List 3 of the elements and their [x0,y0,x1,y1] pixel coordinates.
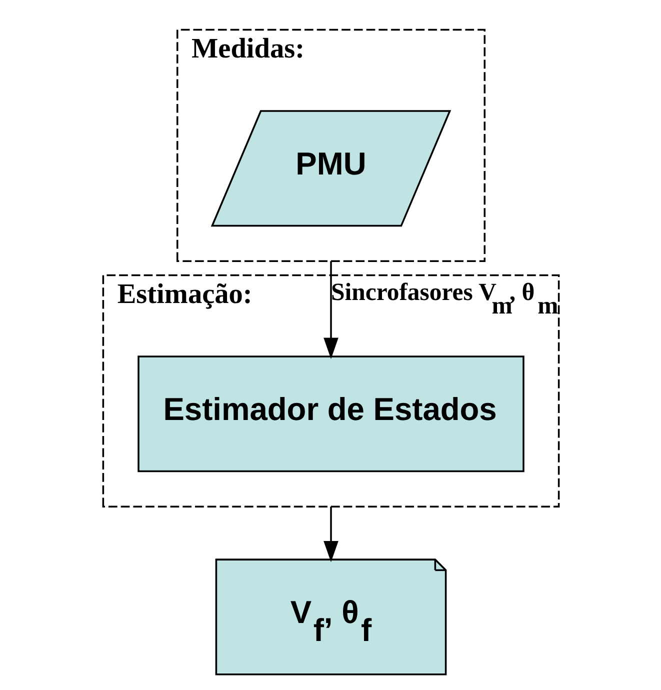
arrow [323,261,338,359]
arrow [323,506,338,562]
node-box: Estimador de Estados [137,356,524,472]
